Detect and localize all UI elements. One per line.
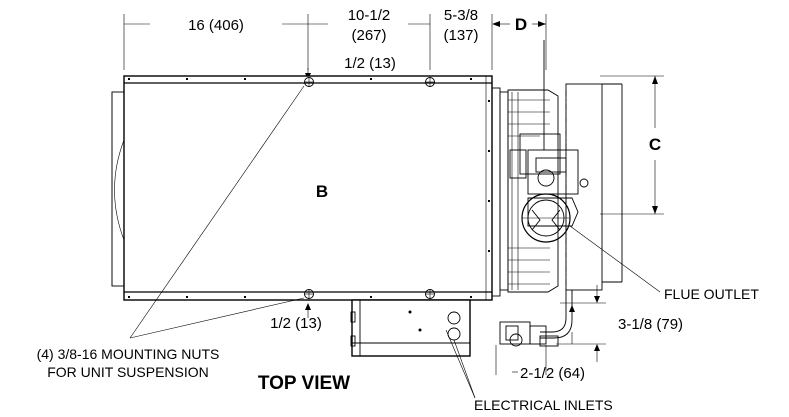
width-right-label: 5-3/8 [444, 7, 478, 24]
electrical-box [350, 299, 471, 357]
dimension-d-label: D [515, 15, 527, 34]
flue-offset-label: 3-1/8 (79) [618, 316, 683, 333]
dimension-b-label: B [316, 182, 328, 201]
mounting-nuts-leader [129, 85, 305, 339]
electrical-inlets-leader [445, 329, 476, 399]
flue-outlet-label: FLUE OUTLET [664, 286, 759, 302]
gas-valve [499, 321, 559, 347]
inlet-offset-label: 2-1/2 (64) [520, 365, 585, 382]
mounting-nuts-label-line2: FOR UNIT SUSPENSION [47, 364, 209, 380]
dimension-c-label: C [649, 135, 661, 154]
view-title: TOP VIEW [258, 373, 350, 394]
heater-cabinet [111, 75, 493, 301]
fan-assembly [491, 40, 623, 339]
width-right-mm-label: (137) [443, 27, 478, 44]
width-left-label: 16 (406) [188, 17, 244, 34]
top-offset-label: 1/2 (13) [344, 55, 396, 72]
mounting-nuts-label-line1: (4) 3/8-16 MOUNTING NUTS [37, 346, 220, 362]
mounting-nut-icon [304, 77, 435, 299]
electrical-inlets-label: ELECTRICAL INLETS [474, 397, 613, 413]
flue-outlet-leader [569, 225, 661, 293]
width-mid-mm-label: (267) [351, 27, 386, 44]
width-mid-label: 10-1/2 [348, 7, 391, 24]
bottom-offset-label: 1/2 (13) [270, 315, 322, 332]
